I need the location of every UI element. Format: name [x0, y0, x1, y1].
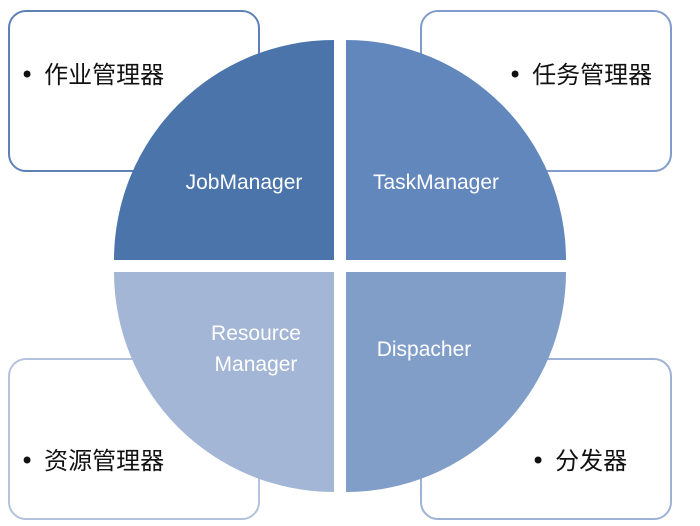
bullet-icon: • [20, 61, 35, 89]
taskmanager-description-text: 任务管理器 [532, 61, 653, 89]
resourcemanager-label-line1: Resource [211, 322, 301, 345]
jobmanager-label: JobManager [186, 171, 303, 194]
bullet-icon: • [20, 447, 35, 475]
dispatcher-segment [346, 272, 566, 492]
dispatcher-description: • 分发器 [531, 441, 627, 476]
taskmanager-description: • 任务管理器 [508, 55, 652, 90]
dispatcher-description-text: 分发器 [555, 447, 628, 475]
jobmanager-description: • 作业管理器 [20, 55, 164, 90]
resourcemanager-description-text: 资源管理器 [44, 447, 165, 475]
dispatcher-label: Dispacher [377, 338, 472, 361]
resourcemanager-label-line2: Manager [215, 353, 298, 376]
resourcemanager-segment [114, 272, 334, 492]
resourcemanager-description: • 资源管理器 [20, 441, 164, 476]
taskmanager-segment [346, 40, 566, 260]
taskmanager-label: TaskManager [373, 171, 499, 194]
bullet-icon: • [508, 61, 523, 89]
bullet-icon: • [531, 447, 546, 475]
jobmanager-segment [114, 40, 334, 260]
jobmanager-description-text: 作业管理器 [44, 61, 165, 89]
